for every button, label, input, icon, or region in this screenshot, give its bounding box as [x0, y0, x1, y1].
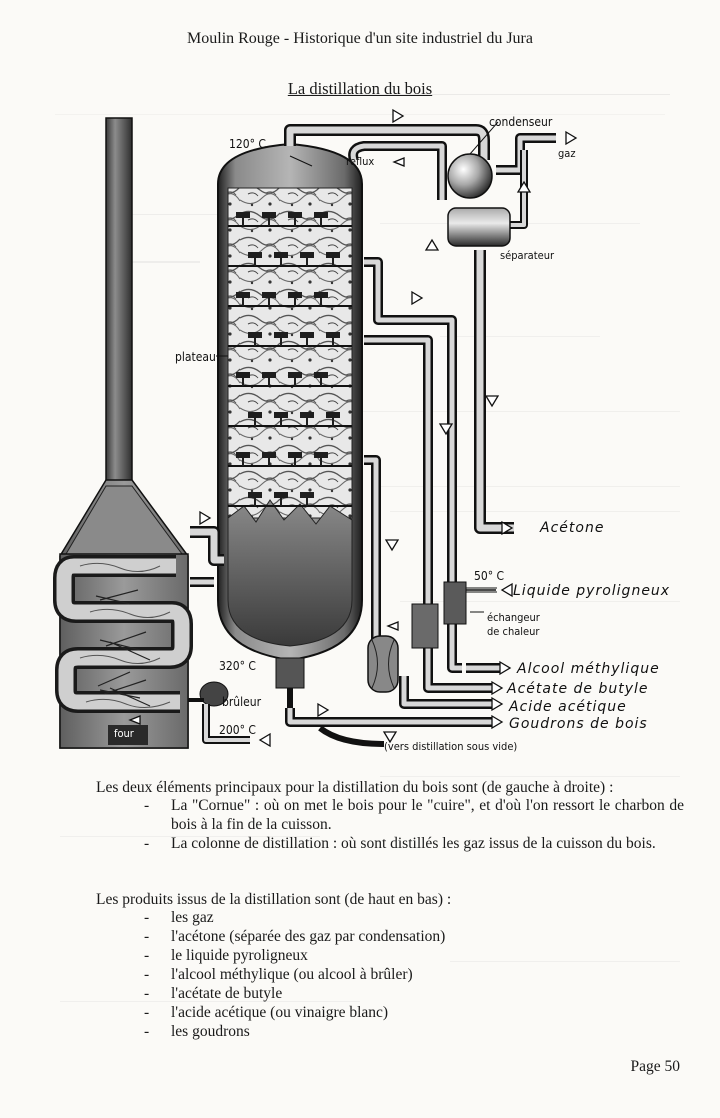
label-separator: séparateur [500, 249, 555, 262]
condenser-unit [447, 121, 499, 199]
list-bullet: - [144, 909, 150, 926]
pipework [190, 124, 556, 747]
list-item: - l'acétone (séparée des gaz par condensa… [144, 927, 684, 946]
flow-arrows [128, 108, 578, 748]
temp-120-pointer [289, 155, 313, 167]
page-header-title: Moulin Rouge - Historique d'un site indu… [187, 30, 533, 47]
list-item-text: le liquide pyroligneux [171, 947, 308, 964]
label-temperature-120: 120° C [229, 137, 266, 151]
list-bullet: - [144, 985, 150, 1002]
list-item-text: l'acétate de butyle [171, 985, 283, 1002]
list-item-text: l'alcool méthylique (ou alcool à brûler) [171, 966, 413, 983]
list-item: - le liquide pyroligneux [144, 946, 684, 965]
page-number: Page 50 [630, 1058, 680, 1075]
label-condenser: condenseur [489, 115, 553, 129]
list-item: - La colonne de distillation : où sont di… [144, 834, 684, 853]
label-vacuum-distillation: (vers distillation sous vide) [384, 740, 518, 753]
retort-furnace [53, 117, 229, 749]
list-item: - La "Cornue" : où on met le bois pour le… [144, 796, 684, 834]
product-pyroligneous-liquid: Liquide pyroligneux [513, 583, 671, 599]
label-furnace: four [114, 727, 134, 740]
list-bullet: - [144, 797, 150, 814]
label-exchanger-line1: échangeur [487, 611, 540, 624]
list-item-text: l'acétone (séparée des gaz par condensat… [171, 928, 446, 945]
list-bullet: - [144, 947, 150, 964]
list-item: - l'acide acétique (ou vinaigre blanc) [144, 1003, 684, 1022]
product-butyl-acetate: Acétate de butyle [507, 681, 649, 697]
section1-list: - La "Cornue" : où on met le bois pour le… [144, 796, 684, 853]
product-acetic-acid: Acide acétique [509, 699, 627, 715]
list-item: - les goudrons [144, 1022, 684, 1041]
label-plate: plateau [175, 350, 216, 364]
section2-list: - les gaz - l'acétone (séparée des gaz par… [144, 908, 684, 1041]
list-item: - l'acétate de butyle [144, 984, 684, 1003]
section2-intro: Les produits issus de la distillation so… [96, 891, 452, 908]
list-bullet: - [144, 835, 150, 852]
wood-distillation-diagram [53, 108, 578, 749]
distillation-column [216, 142, 363, 710]
label-gas: gaz [558, 147, 576, 160]
list-item-text: l'acide acétique (ou vinaigre blanc) [171, 1004, 389, 1021]
list-item-text: les gaz [171, 909, 214, 926]
product-acetone: Acétone [540, 520, 605, 536]
list-item-text: La colonne de distillation : où sont dis… [171, 835, 656, 852]
methyl-outlet-double [466, 663, 498, 673]
pyroligneous-outlet-double [466, 587, 497, 593]
list-bullet: - [144, 928, 150, 945]
list-bullet: - [144, 1004, 150, 1021]
list-item: - les gaz [144, 908, 684, 927]
section1-intro: Les deux éléments principaux pour la dis… [96, 779, 614, 796]
list-bullet: - [144, 966, 150, 983]
heat-exchanger [367, 581, 467, 693]
separator-tank [447, 207, 511, 247]
label-reflux: reflux [346, 155, 375, 168]
figure-title: La distillation du bois [287, 79, 433, 98]
list-bullet: - [144, 1023, 150, 1040]
product-methyl-alcohol: Alcool méthylique [517, 661, 660, 677]
list-item-text: La "Cornue" : où on met le bois pour le … [171, 797, 684, 833]
product-wood-tar: Goudrons de bois [509, 716, 648, 732]
label-exchanger-line2: de chaleur [487, 625, 540, 638]
label-temperature-320: 320° C [219, 659, 256, 673]
list-item: - l'alcool méthylique (ou alcool à brûler… [144, 965, 684, 984]
label-burner: brûleur [222, 695, 262, 709]
list-item-text: les goudrons [171, 1023, 250, 1040]
label-temperature-200: 200° C [219, 723, 256, 737]
label-temperature-50: 50° C [474, 569, 505, 583]
